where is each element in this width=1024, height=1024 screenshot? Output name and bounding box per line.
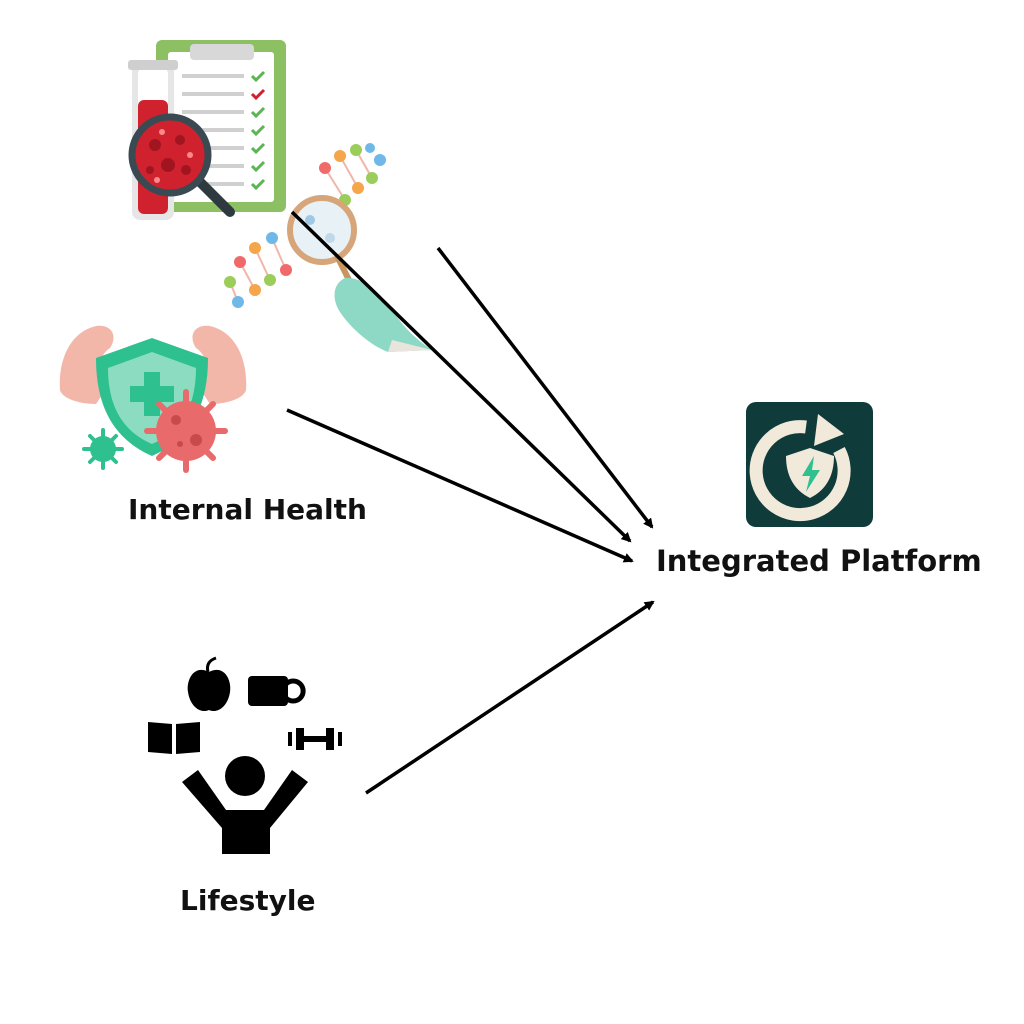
blood-test-clipboard-icon bbox=[128, 40, 286, 220]
book-icon bbox=[148, 722, 200, 754]
platform-refresh-shield-icon bbox=[746, 402, 873, 527]
immune-shield-icon bbox=[59, 325, 247, 473]
integrated-platform-label: Integrated Platform bbox=[656, 544, 982, 578]
arrows bbox=[286, 210, 655, 795]
cup-icon bbox=[248, 676, 306, 706]
dumbbell-icon bbox=[288, 728, 342, 750]
internal-health-label: Internal Health bbox=[128, 493, 367, 526]
lifestyle-person-icon bbox=[148, 656, 342, 854]
dna-magnifier-icon bbox=[224, 143, 432, 352]
arrow-dna-to-platform bbox=[436, 246, 654, 529]
apple-icon bbox=[187, 656, 231, 712]
green-virus-icon bbox=[82, 428, 124, 470]
arrow-internal-health-to-platform bbox=[286, 408, 634, 563]
red-virus-icon bbox=[144, 389, 228, 473]
arrow-bloodtest-to-platform bbox=[290, 210, 632, 543]
arrow-lifestyle-to-platform bbox=[365, 600, 655, 795]
lifestyle-label: Lifestyle bbox=[180, 884, 316, 917]
